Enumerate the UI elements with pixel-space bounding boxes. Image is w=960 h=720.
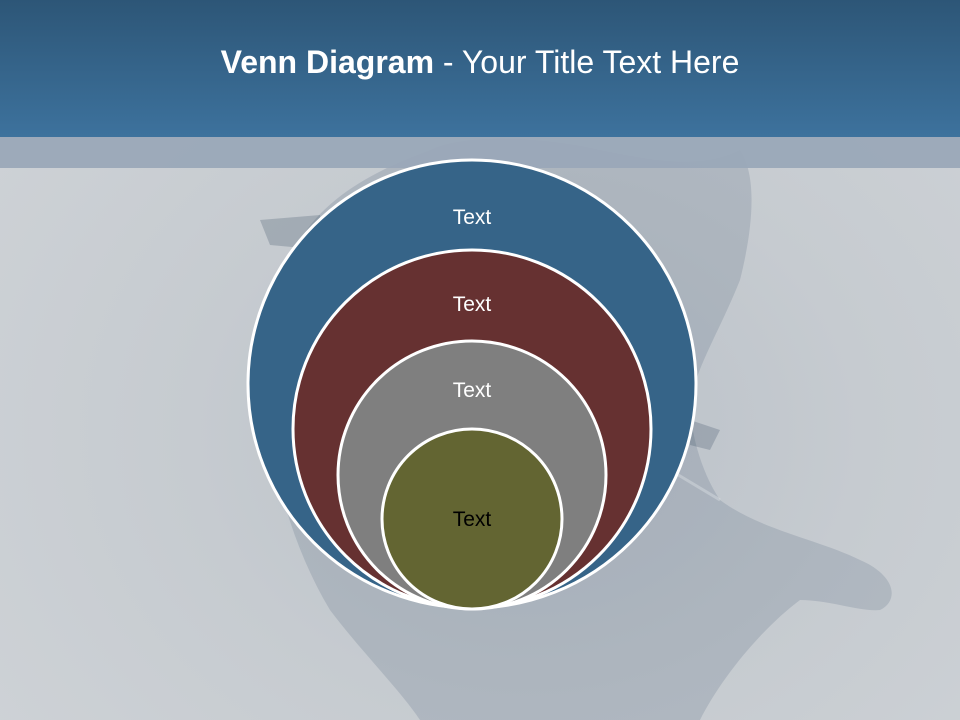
circle-outer-label: Text [453,206,492,229]
circle-inner-label: Text [453,508,492,531]
circle-third-label: Text [453,379,492,402]
title-bold: Venn Diagram [220,44,435,80]
circle-inner: Text [380,427,564,611]
title-rest: - Your Title Text Here [434,44,740,80]
circle-inner-shape [380,427,564,611]
slide-title: Venn Diagram - Your Title Text Here [0,40,960,84]
header-bar [0,0,960,137]
circle-second-label: Text [453,293,492,316]
